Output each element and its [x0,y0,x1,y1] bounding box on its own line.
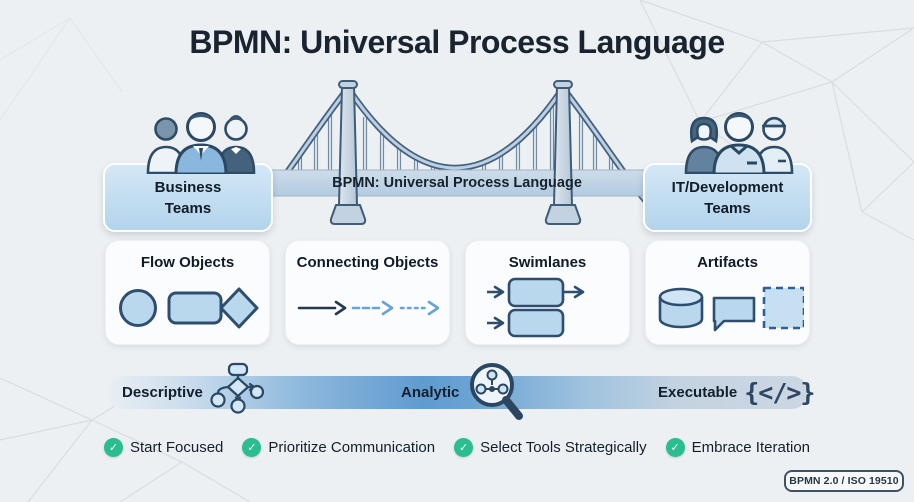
it-development-teams-label: IT/Development Teams [671,178,784,217]
flow-objects-shapes-icon [118,287,258,328]
card-artifacts: Artifacts [645,240,810,345]
card-connecting-objects: Connecting Objects [285,240,450,345]
bridge-banner-text: BPMN: Universal Process Language [332,175,582,191]
level-executable: Executable {</>} [658,376,815,409]
tip-label: Select Tools Strategically [480,439,647,456]
it-development-teams-box: IT/Development Teams [643,163,812,232]
page-title: BPMN: Universal Process Language [189,24,725,60]
tip-label: Prioritize Communication [268,439,436,456]
tip-item: ✓ Embrace Iteration [665,438,810,457]
bridge-suspenders [297,104,614,171]
maturity-level-bar: Descriptive Analytic [108,362,815,420]
bridge-tower-right [544,80,582,225]
tip-item: ✓ Prioritize Communication [242,438,435,457]
check-circle-icon: ✓ [665,438,685,457]
bridge-main-cables [236,84,675,229]
card-title: Connecting Objects [296,254,439,271]
tip-item: ✓ Start Focused [104,438,223,457]
level-analytic: Analytic [401,362,524,420]
artifacts-icon [658,286,804,331]
card-title: Artifacts [697,254,758,271]
card-flow-objects: Flow Objects [105,240,270,345]
card-title: Flow Objects [140,254,235,271]
tips-row: ✓ Start Focused ✓ Prioritize Communicati… [0,438,914,457]
it-team-icon [684,112,794,174]
level-descriptive-label: Descriptive [122,384,203,401]
tip-item: ✓ Select Tools Strategically [454,438,647,457]
tip-label: Embrace Iteration [691,439,810,456]
check-circle-icon: ✓ [104,438,123,457]
card-swimlanes: Swimlanes [465,240,630,345]
business-team-icon [146,112,256,174]
magnifier-icon [470,362,524,420]
level-analytic-label: Analytic [401,384,460,401]
level-descriptive: Descriptive [122,362,264,414]
standard-badge: BPMN 2.0 / ISO 19510 [784,470,904,492]
flowchart-icon [210,362,264,414]
check-circle-icon: ✓ [242,438,262,457]
business-teams-label: Business Teams [154,178,222,217]
connecting-objects-arrows-icon [297,300,439,315]
swimlanes-icon [486,277,584,337]
code-braces-icon: {</>} [744,378,815,407]
bridge-tower-left [329,80,367,225]
card-title: Swimlanes [508,254,587,271]
check-circle-icon: ✓ [454,438,474,457]
tip-label: Start Focused [130,439,224,456]
level-executable-label: Executable [658,384,738,401]
